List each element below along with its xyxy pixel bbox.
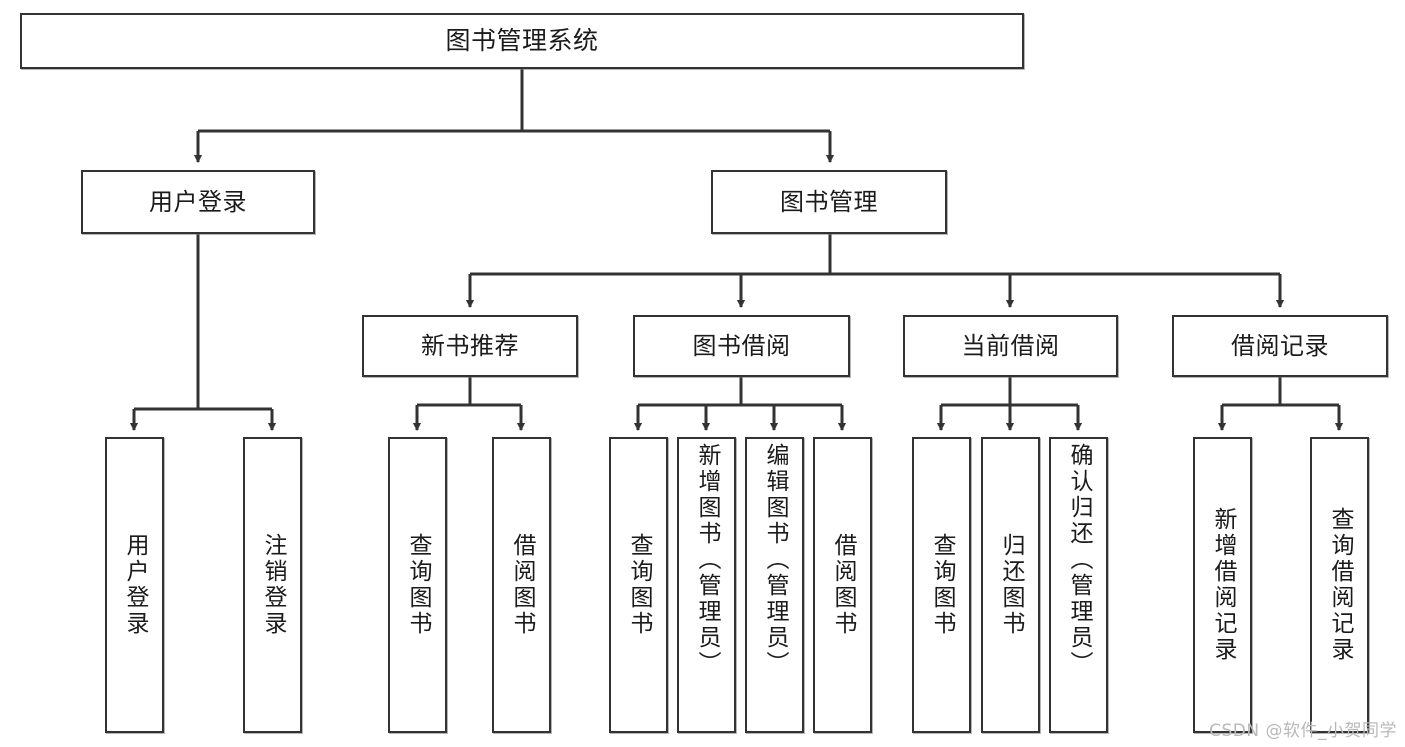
node-user-login[interactable]: 用户登录 [81,170,315,234]
node-label: 当前借阅 [961,331,1060,360]
node-leaf-confirm-return[interactable]: 确认归还（管理员） [1049,437,1108,733]
node-label: 借阅图书 [509,533,535,637]
node-new-book-recommend[interactable]: 新书推荐 [362,315,578,377]
node-leaf-query-book-2[interactable]: 查询图书 [609,437,668,733]
csdn-watermark: CSDN @软件_小贺同学 [1209,721,1397,741]
node-label: 查询图书 [405,533,431,637]
node-label: 确认归还（管理员） [1066,443,1092,677]
node-label: 图书借阅 [692,331,791,360]
node-label: 用户登录 [149,187,247,216]
node-leaf-edit-book[interactable]: 编辑图书（管理员） [745,437,804,733]
node-leaf-logout-login[interactable]: 注销登录 [243,437,302,733]
node-label: 新增图书（管理员） [694,443,720,677]
node-leaf-user-login[interactable]: 用户登录 [105,437,164,733]
node-root-system[interactable]: 图书管理系统 [20,13,1024,69]
node-leaf-return-book[interactable]: 归还图书 [981,437,1040,733]
node-label: 借阅记录 [1231,331,1329,360]
node-label: 编辑图书（管理员） [762,443,788,677]
node-label: 查询图书 [929,533,955,637]
node-label: 新书推荐 [421,331,519,360]
node-leaf-add-book[interactable]: 新增图书（管理员） [677,437,736,733]
node-leaf-add-borrow-record[interactable]: 新增借阅记录 [1193,437,1252,733]
node-current-borrow[interactable]: 当前借阅 [903,315,1118,377]
node-leaf-borrow-book-2[interactable]: 借阅图书 [813,437,872,733]
node-leaf-query-book-1[interactable]: 查询图书 [388,437,447,733]
node-label: 图书管理 [780,187,878,216]
node-label: 注销登录 [260,533,286,637]
node-label: 用户登录 [122,533,148,637]
node-label: 查询图书 [626,533,652,637]
node-label: 查询借阅记录 [1327,507,1353,663]
node-label: 归还图书 [998,533,1024,637]
node-label: 借阅图书 [830,533,856,637]
node-leaf-query-borrow-record[interactable]: 查询借阅记录 [1310,437,1369,733]
node-label: 新增借阅记录 [1210,507,1236,663]
node-book-borrow[interactable]: 图书借阅 [633,315,850,377]
node-book-management[interactable]: 图书管理 [711,170,947,234]
node-label: 图书管理系统 [445,26,599,55]
node-leaf-query-book-3[interactable]: 查询图书 [912,437,971,733]
node-leaf-borrow-book-1[interactable]: 借阅图书 [492,437,551,733]
node-borrow-record[interactable]: 借阅记录 [1172,315,1388,377]
